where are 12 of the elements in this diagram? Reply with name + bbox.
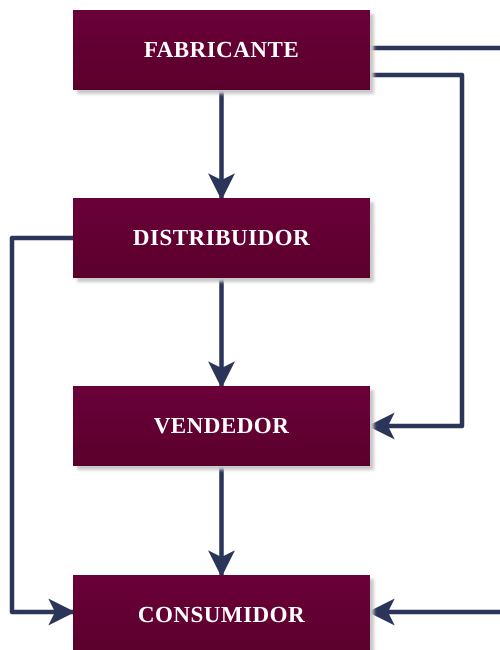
box-label: VENDEDOR: [154, 413, 290, 439]
process-box: [73, 198, 370, 278]
box-label: FABRICANTE: [144, 37, 300, 63]
box-label: DISTRIBUIDOR: [132, 225, 310, 251]
process-box: [73, 575, 370, 650]
arrow: [208, 466, 235, 578]
arrow: [208, 90, 235, 200]
process-box: [73, 10, 370, 90]
arrow: [208, 278, 235, 388]
box-label: CONSUMIDOR: [138, 602, 306, 628]
arrow: [10, 236, 76, 626]
process-box: [73, 386, 370, 466]
